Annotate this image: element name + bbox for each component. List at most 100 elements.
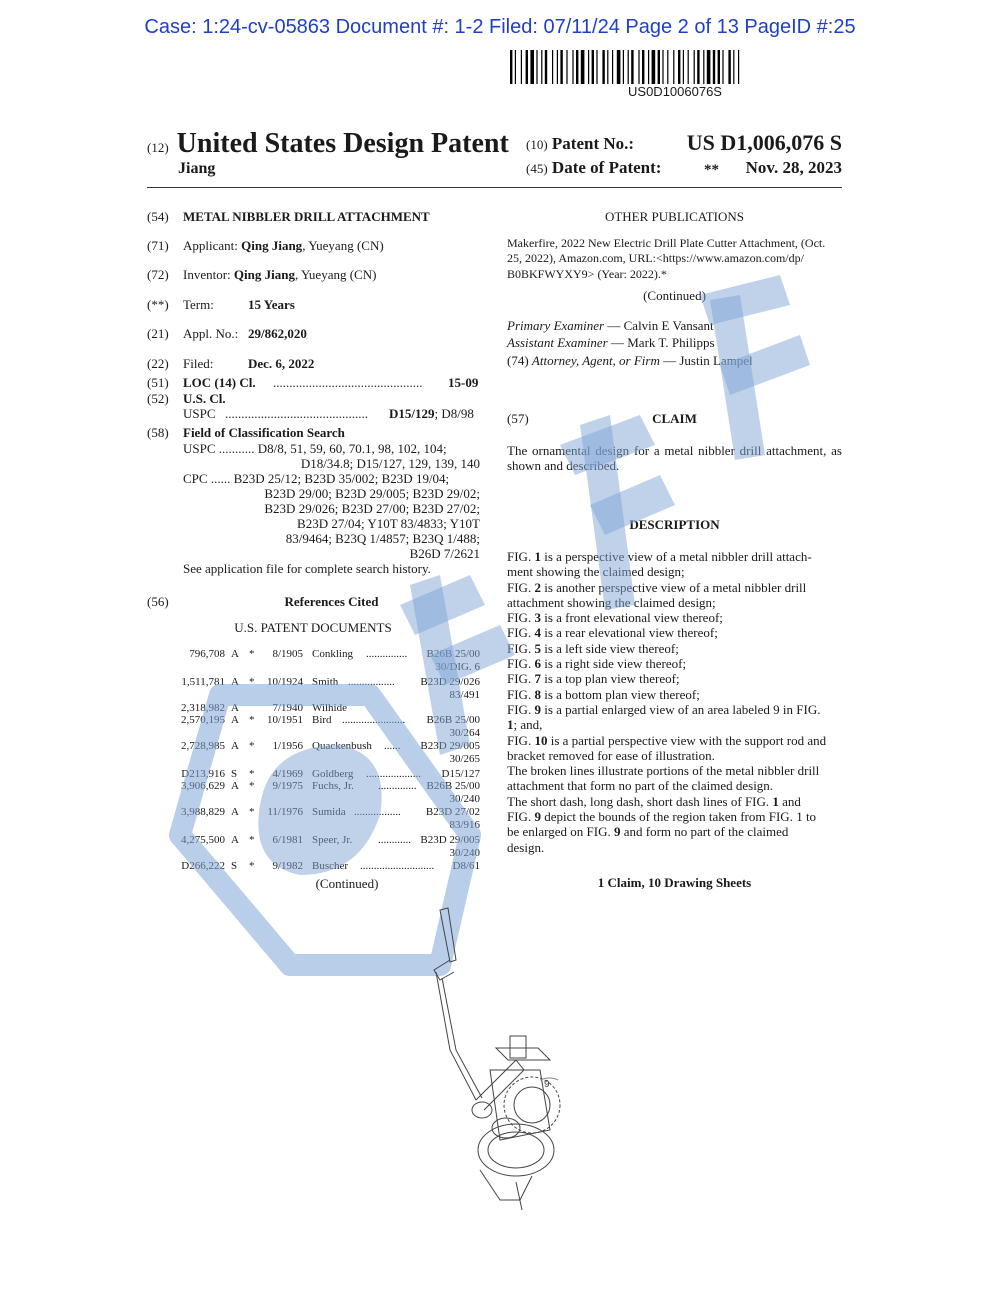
barcode-bar	[733, 50, 735, 84]
filed-label: Filed:	[183, 356, 214, 371]
description-fig: 1	[534, 549, 541, 564]
description-post: and form no part of the claimed	[620, 824, 789, 840]
date-value: Nov. 28, 2023	[745, 158, 842, 177]
us-patent-docs-heading: U.S. PATENT DOCUMENTS	[234, 620, 392, 635]
reference-cls: B23D 29/005	[420, 834, 480, 846]
barcode-bar	[525, 50, 528, 84]
reference-cls-continued: 30/240	[449, 793, 480, 805]
reference-cls-continued: 83/916	[449, 819, 480, 831]
reference-date: 1/1956	[272, 740, 303, 752]
description-post: is another perspective view of a metal n…	[540, 579, 807, 595]
examiners-block: Primary Examiner — Calvin E Vansant Assi…	[507, 318, 842, 368]
claim-text: The ornamental design for a metal nibble…	[507, 443, 842, 474]
barcode-bar	[510, 50, 513, 84]
barcode-bar	[612, 50, 614, 84]
reference-cls-continued: 30/DIG. 6	[435, 661, 480, 673]
title-code: (12)	[147, 140, 169, 155]
date-of-patent-row: (45) Date of Patent: ** Nov. 28, 2023	[526, 158, 842, 178]
reference-kind: A	[231, 834, 239, 846]
cpc-line-1: CPC ...... B23D 25/12; B23D 35/002; B23D…	[183, 471, 450, 486]
reference-kind: A	[231, 806, 239, 818]
description-line: design.	[507, 840, 842, 855]
us-cl-uspc-label: USPC	[183, 406, 216, 421]
reference-kind: A	[231, 648, 239, 660]
title-text: United States Design Patent	[176, 128, 509, 159]
reference-dots: .......................	[342, 714, 406, 726]
reference-date: 6/1981	[272, 834, 303, 846]
reference-cls: B23D 27/02	[425, 806, 480, 818]
description-fig: 2	[534, 579, 541, 595]
barcode-bar	[693, 50, 695, 84]
description-fig: 6	[534, 656, 541, 672]
description-line: bracket removed for ease of illustration…	[507, 748, 842, 763]
description-fig: 1	[772, 793, 779, 809]
description-post: is a partial enlarged view of an area la…	[540, 701, 821, 717]
barcode-bar	[580, 50, 585, 84]
barcode-bar	[722, 50, 724, 84]
reference-date: 9/1982	[272, 860, 303, 872]
description-line: FIG. 10 is a partial perspective view wi…	[507, 733, 842, 748]
description-line: FIG. 3 is a front elevational view there…	[507, 610, 842, 625]
term-label: Term:	[183, 297, 214, 312]
patent-no-label: Patent No.:	[551, 134, 635, 153]
description-text: FIG. 1 is a perspective view of a metal …	[507, 549, 842, 855]
barcode-bar	[627, 50, 629, 84]
barcode-bar	[631, 50, 634, 84]
drawing-label: 9	[544, 1079, 550, 1090]
description-fig: 9	[534, 701, 541, 717]
barcode-bar	[678, 50, 681, 84]
barcode-bar	[556, 50, 558, 84]
us-cl-main: D15/129	[389, 406, 435, 421]
reference-cls: D8/61	[452, 860, 481, 872]
description-pre: FIG.	[507, 809, 535, 825]
description-post: is a top plan view thereof;	[540, 671, 680, 687]
reference-cls: B26B 25/00	[426, 714, 480, 726]
uspc-line-1: USPC ........... D8/8, 51, 59, 60, 70.1,…	[183, 441, 447, 456]
description-pre: ment showing the claimed design;	[507, 564, 685, 580]
barcode-bar	[544, 50, 548, 84]
barcode-bar	[607, 50, 609, 84]
description-pre: FIG.	[507, 549, 535, 564]
description-fig: 5	[534, 640, 541, 656]
description-pre: FIG.	[507, 701, 535, 717]
reference-dots: .................	[348, 676, 395, 688]
applicant-name: Qing Jiang	[241, 238, 303, 253]
reference-date: 11/1976	[267, 806, 303, 818]
reference-kind: S	[231, 860, 238, 872]
description-fig: 9	[534, 809, 541, 825]
reference-num: 796,708	[189, 648, 225, 660]
header-rule	[147, 187, 842, 188]
description-line: 1; and,	[507, 717, 842, 732]
reference-cls: B26B 25/00	[426, 648, 480, 660]
inventor-location: , Yueyang (CN)	[294, 267, 377, 282]
description-pre: The short dash, long dash, short dash li…	[507, 793, 773, 809]
description-line: The broken lines illustrate portions of …	[507, 763, 842, 778]
filed-value: Dec. 6, 2022	[248, 356, 315, 371]
barcode-bar	[541, 50, 543, 84]
description-line: FIG. 8 is a bottom plan view thereof;	[507, 687, 842, 702]
barcode-bar	[596, 50, 598, 84]
code-term: (**)	[147, 297, 169, 312]
reference-cls: B23D 29/026	[420, 676, 480, 688]
code-51: (51)	[147, 375, 169, 390]
code-22: (22)	[147, 356, 169, 371]
barcode-bar	[717, 50, 720, 84]
reference-cls-continued: 83/491	[449, 689, 480, 701]
cpc-line-5: 83/9464; B23Q 1/4857; B23Q 1/488;	[285, 531, 480, 546]
description-fig: 4	[534, 625, 541, 641]
code-21: (21)	[147, 326, 169, 341]
code-56: (56)	[147, 594, 169, 609]
barcode-bar	[622, 50, 624, 84]
loc-value: 15-09	[448, 375, 479, 390]
description-line: FIG. 2 is another perspective view of a …	[507, 580, 842, 595]
references-heading: References Cited	[284, 594, 379, 609]
attorney-code: (74)	[507, 352, 529, 368]
description-post: depict the bounds of the region taken fr…	[540, 809, 817, 825]
barcode-bar	[560, 50, 563, 84]
barcode-bar	[552, 50, 554, 84]
reference-num: 2,728,985	[181, 740, 225, 752]
reference-kind: A	[231, 676, 239, 688]
loc-label: LOC (14) Cl.	[183, 375, 256, 390]
field-search-label: Field of Classification Search	[183, 425, 345, 440]
description-pre: FIG.	[507, 732, 535, 748]
